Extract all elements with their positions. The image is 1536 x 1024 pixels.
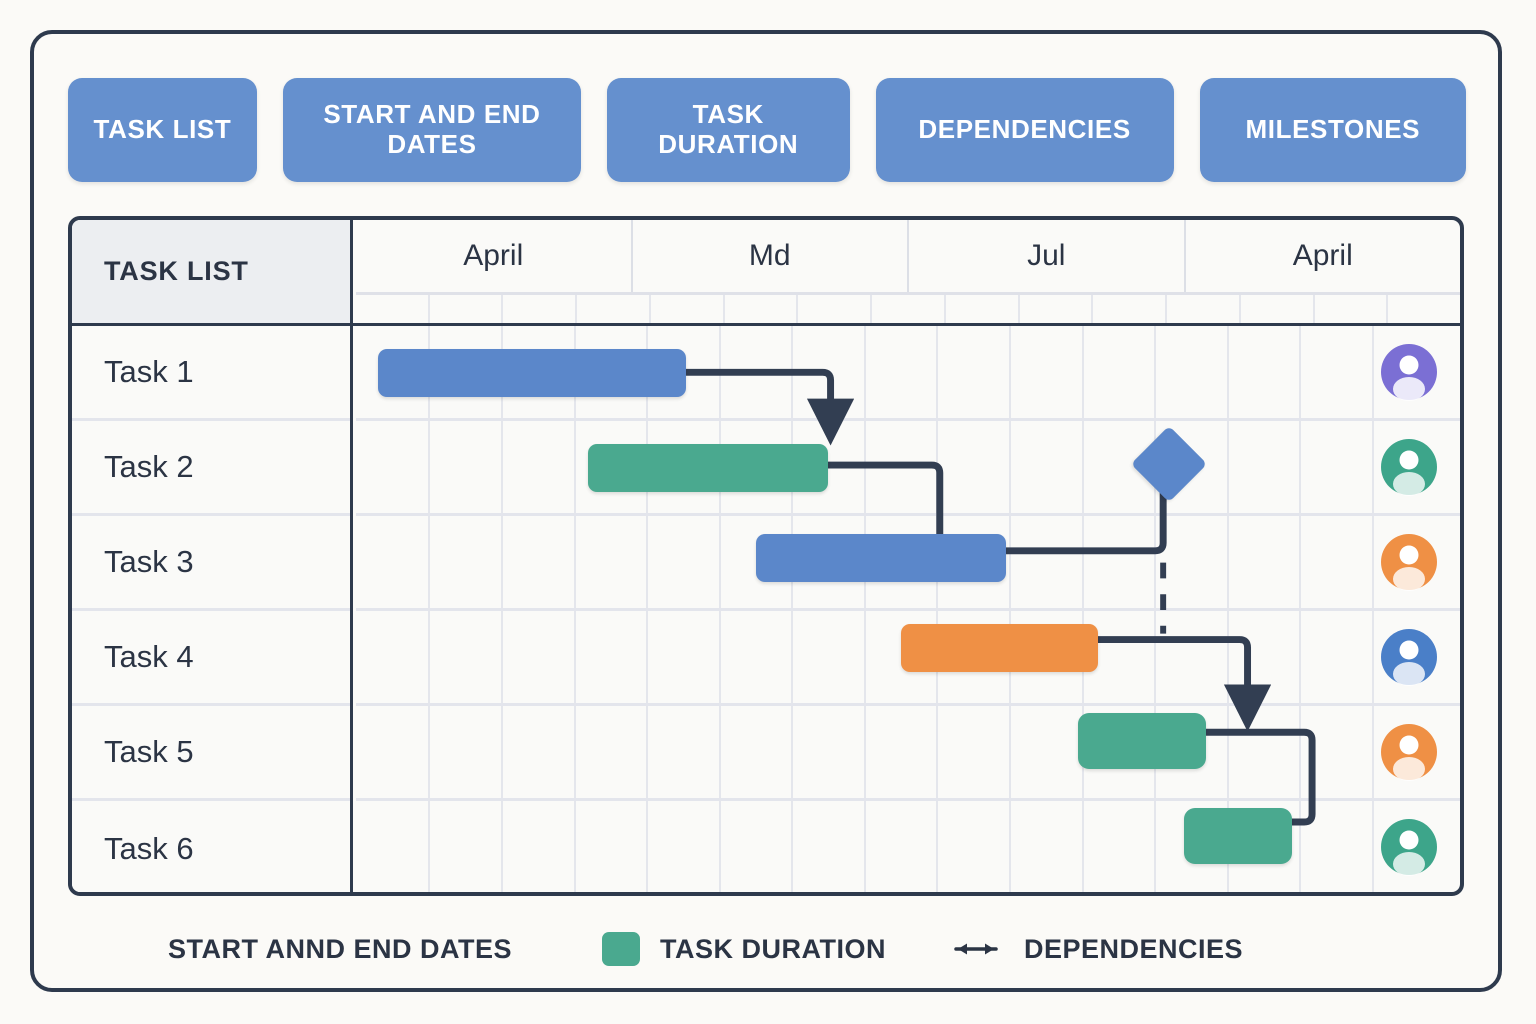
timeline-subcell: [1315, 295, 1389, 323]
task-list-column-header: TASK LIST: [72, 220, 353, 323]
month-header-april-2: April: [1292, 239, 1353, 272]
gantt-bar-task-2[interactable]: [588, 444, 828, 492]
timeline-month-headers: April Md Jul April: [356, 220, 1460, 292]
avatar-task-6[interactable]: [1380, 818, 1438, 876]
timeline-subcell: [1388, 295, 1460, 323]
timeline-subcell: [430, 295, 504, 323]
timeline-subcell: [1020, 295, 1094, 323]
legend-label-dependencies: DEPENDENCIES: [1023, 933, 1244, 964]
double-arrow-icon: [946, 937, 1006, 961]
task-row-label-6[interactable]: Task 6: [104, 830, 194, 866]
timeline-subcell: [651, 295, 725, 323]
timeline-subcell: [356, 295, 430, 323]
timeline-subcell: [503, 295, 578, 323]
task-name-column: Task 1 Task 2 Task 3 Task 4 Task 5 Task …: [72, 326, 353, 892]
legend-label-task-duration: TASK DURATION: [660, 933, 886, 964]
timeline-subcell: [577, 295, 651, 323]
task-row-label-4[interactable]: Task 4: [72, 611, 350, 706]
timeline-subcell: [946, 295, 1020, 323]
avatar-task-3[interactable]: [1380, 533, 1438, 591]
timeline-subcell: [798, 295, 873, 323]
milestone-diamond[interactable]: [1130, 425, 1208, 503]
timeline-subcell: [1241, 295, 1315, 323]
chip-dependencies[interactable]: DEPENDENCIES: [875, 78, 1174, 182]
chip-start-and-end-dates[interactable]: START AND END DATES: [282, 78, 582, 182]
gantt-table-panel: TASK LIST April Md Jul April: [68, 216, 1464, 896]
avatar-task-2[interactable]: [1380, 438, 1438, 496]
gantt-body: Task 1 Task 2 Task 3 Task 4 Task 5 Task …: [72, 326, 1460, 892]
task-row-label-2[interactable]: Task 2: [72, 421, 350, 516]
gridline-horizontal: [356, 798, 1460, 801]
timeline-grid-area: [356, 326, 1460, 892]
timeline-subcell: [1093, 295, 1168, 323]
month-header-jul: Jul: [909, 220, 1186, 292]
avatar-task-5[interactable]: [1380, 723, 1438, 781]
avatar-task-1[interactable]: [1380, 343, 1438, 401]
timeline-subcell: [1167, 295, 1241, 323]
legend-label-start-and-end-dates: START ANND END DATES: [168, 933, 512, 964]
chip-task-duration[interactable]: TASK DURATION: [607, 78, 850, 182]
legend-item-task-duration: TASK DURATION: [602, 932, 886, 966]
gantt-bar-task-3[interactable]: [756, 534, 1006, 582]
gantt-bar-task-1[interactable]: [378, 349, 686, 397]
green-swatch-icon: [602, 932, 640, 966]
gridline-horizontal: [356, 418, 1460, 421]
task-list-header-label: TASK LIST: [104, 256, 249, 286]
legend-item-dependencies: DEPENDENCIES: [946, 934, 1243, 965]
month-header-md: Md: [633, 220, 909, 292]
task-row-label-5[interactable]: Task 5: [72, 706, 350, 801]
task-row-label-1[interactable]: Task 1: [72, 326, 350, 421]
avatar-task-4[interactable]: [1380, 628, 1438, 686]
gantt-header: TASK LIST April Md Jul April: [72, 220, 1460, 326]
legend-bar: START ANND END DATES TASK DURATION DEPEN…: [68, 918, 1466, 980]
category-chip-row: TASK LIST START AND END DATES TASK DURAT…: [68, 78, 1466, 182]
gridline-horizontal: [356, 608, 1460, 611]
gantt-bar-task-5[interactable]: [1078, 713, 1206, 769]
gridline-horizontal: [356, 703, 1460, 706]
timeline-subcolumn-row: [356, 292, 1460, 323]
chip-milestones[interactable]: MILESTONES: [1199, 78, 1466, 182]
month-header-april-1: April: [356, 220, 633, 292]
dependency-task4-task5: [1087, 636, 1272, 732]
gantt-bar-task-4[interactable]: [901, 624, 1098, 672]
chip-task-list[interactable]: TASK LIST: [68, 78, 257, 182]
dependency-task1-task2: [680, 368, 855, 446]
gantt-bar-task-6[interactable]: [1184, 808, 1292, 864]
legend-item-start-and-end-dates: START ANND END DATES: [168, 934, 512, 965]
timeline-subcell: [872, 295, 946, 323]
timeline-subcell: [725, 295, 799, 323]
task-row-label-3[interactable]: Task 3: [72, 516, 350, 611]
gridline-horizontal: [356, 513, 1460, 516]
dependency-task2-task3: [819, 461, 944, 542]
